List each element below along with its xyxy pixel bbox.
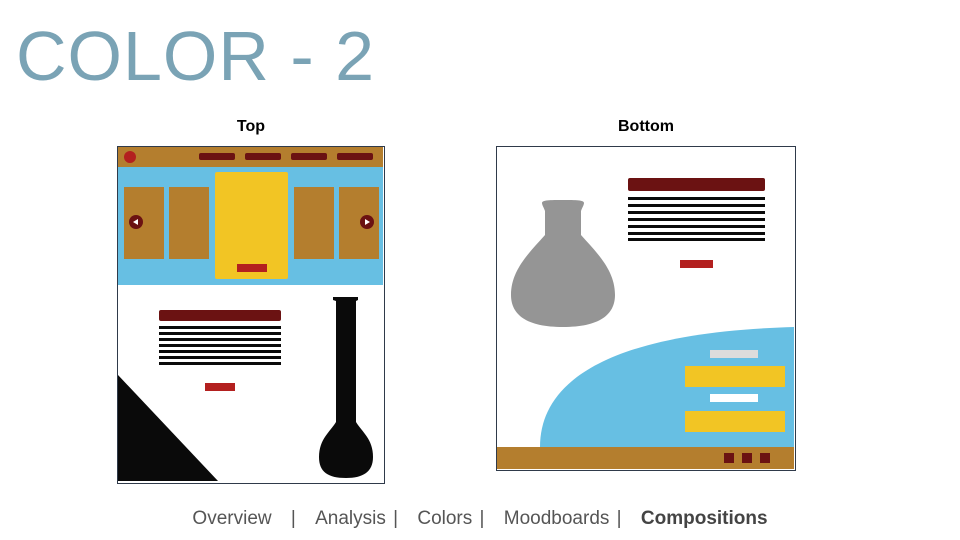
nav-analysis-link[interactable]: Analysis [315, 508, 386, 529]
yellow-field [685, 411, 785, 432]
menu-item-bar [199, 153, 235, 160]
nav-separator: | [616, 508, 622, 529]
bottom-composition-drawing [497, 178, 794, 469]
cta-button [205, 383, 235, 391]
cta-button [680, 260, 713, 268]
nav-separator: | [393, 508, 399, 529]
volumetric-flask-shape [319, 297, 373, 478]
menu-item-bar [245, 153, 281, 160]
feature-button [237, 264, 267, 272]
black-triangle [118, 375, 218, 481]
label-bar [710, 394, 758, 402]
nav-separator: | [290, 508, 296, 529]
nav-separator: | [479, 508, 485, 529]
bottom-composition-mockup [496, 146, 796, 471]
heading-bar [159, 310, 281, 321]
top-composition-mockup [117, 146, 385, 484]
menu-item-bar [291, 153, 327, 160]
carousel-feature-card [215, 172, 288, 279]
menu-item-bar [337, 153, 373, 160]
nav-moodboards-link[interactable]: Moodboards [503, 508, 610, 529]
footer-bar [497, 447, 794, 469]
carousel-card [169, 187, 209, 259]
yellow-field [685, 366, 785, 387]
slide-title: COLOR - 2 [16, 17, 376, 95]
label-bar [710, 350, 758, 358]
footer-icon-square [724, 453, 734, 463]
nav-overview-link[interactable]: Overview [192, 508, 272, 529]
erlenmeyer-flask-shape [511, 200, 615, 327]
top-composition-drawing [118, 147, 383, 481]
footer-icon-square [742, 453, 752, 463]
carousel-card [294, 187, 334, 259]
nav-colors-link[interactable]: Colors [417, 508, 473, 529]
nav-compositions-link[interactable]: Compositions [640, 508, 768, 529]
footer-icon-square [760, 453, 770, 463]
logo-dot [124, 151, 136, 163]
section-nav: Overview | Analysis | Colors | Moodboard… [0, 508, 960, 530]
heading-bar [628, 178, 765, 191]
top-panel-label: Top [236, 118, 266, 135]
bottom-panel-label: Bottom [618, 118, 674, 135]
